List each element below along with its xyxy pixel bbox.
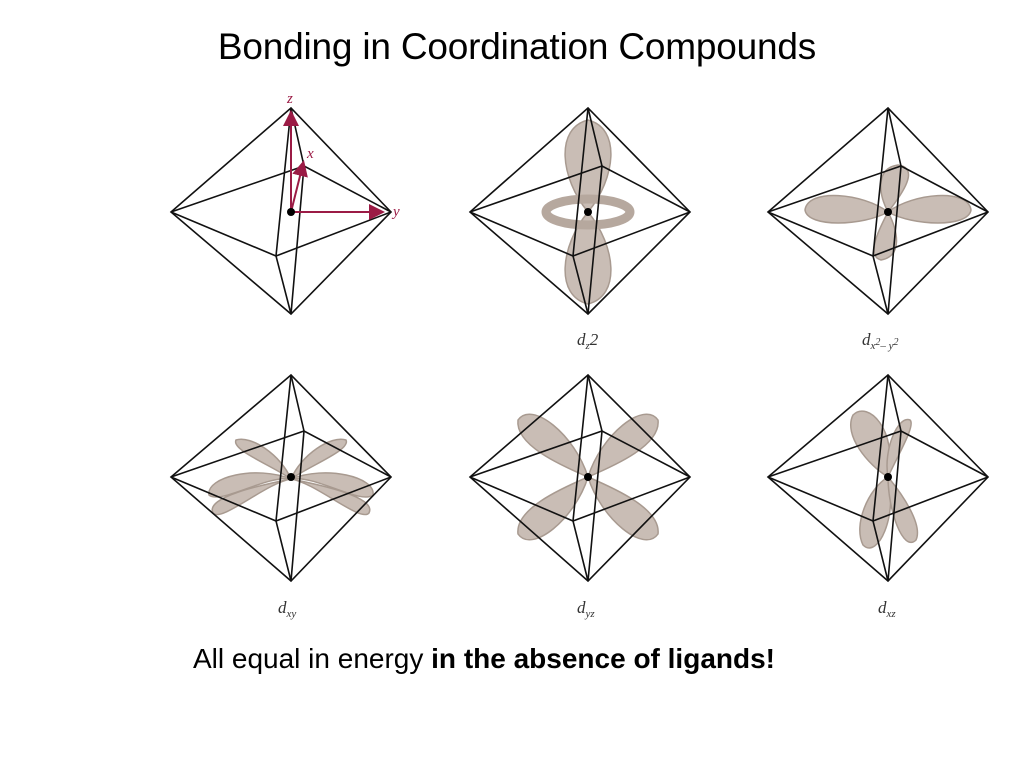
orbital-label-dxy: dxy	[278, 598, 296, 620]
metal-center	[884, 208, 892, 216]
caption-normal-text: All equal in energy	[193, 643, 432, 674]
dx2y2-lobes	[804, 164, 972, 261]
metal-center	[287, 473, 295, 481]
octahedron-edges	[766, 373, 990, 583]
orbital-sub: z	[585, 340, 590, 352]
orbital-sub: yz	[585, 608, 595, 620]
orbital-sub: xy	[286, 608, 297, 620]
octahedron-edges	[766, 106, 990, 316]
coordinate-axes	[283, 110, 385, 220]
orbital-label-dyz: dyz	[577, 598, 595, 620]
orbital-main: d	[577, 330, 586, 349]
orbital-dx2-y2-diagram: dx2– y2	[738, 88, 1024, 388]
orbital-sup2: 2	[893, 337, 899, 348]
dyz-lobes	[517, 413, 659, 541]
octahedron-axes-diagram: z x y	[141, 88, 441, 388]
orbital-label-dz2: dz2	[577, 330, 598, 352]
caption-bold-text: in the absence of ligands!	[431, 643, 775, 674]
slide-caption: All equal in energy in the absence of li…	[193, 643, 775, 675]
orbital-main: d	[862, 330, 871, 349]
orbital-mid: – y	[880, 340, 894, 352]
orbital-label-dx2-y2: dx2– y2	[862, 330, 899, 352]
orbital-main: d	[278, 598, 287, 617]
octahedron-edges	[468, 106, 692, 316]
octahedron-axes-svg: z x y	[169, 91, 400, 316]
orbital-sup: 2	[875, 337, 881, 348]
dxy-svg	[169, 373, 393, 583]
orbital-sub: xz	[886, 608, 896, 620]
octahedron-edges	[468, 373, 692, 583]
dx2y2-svg	[766, 106, 990, 316]
orbital-dxz-diagram: dxz	[738, 355, 1024, 655]
orbital-dyz-diagram: dyz	[440, 355, 740, 655]
orbital-dxy-diagram: dxy	[141, 355, 441, 655]
y-axis-label: y	[391, 204, 400, 220]
z-axis-label: z	[286, 91, 293, 107]
orbital-dz2-diagram: dz2	[440, 88, 740, 388]
metal-center	[287, 208, 295, 216]
dyz-svg	[468, 373, 692, 583]
metal-center	[584, 208, 592, 216]
orbital-sub2: 2	[589, 330, 599, 349]
slide-title: Bonding in Coordination Compounds	[217, 26, 817, 67]
dxz-lobes	[850, 410, 919, 549]
octahedron-edges	[169, 373, 393, 583]
x-axis-label: x	[306, 146, 314, 162]
metal-center	[884, 473, 892, 481]
dz2-lobes	[541, 119, 635, 305]
orbital-sub: x	[870, 340, 876, 352]
orbital-label-dxz: dxz	[878, 598, 896, 620]
metal-center	[584, 473, 592, 481]
orbital-main: d	[878, 598, 887, 617]
dz2-svg	[468, 106, 692, 316]
orbital-main: d	[577, 598, 586, 617]
dxz-svg	[766, 373, 990, 583]
